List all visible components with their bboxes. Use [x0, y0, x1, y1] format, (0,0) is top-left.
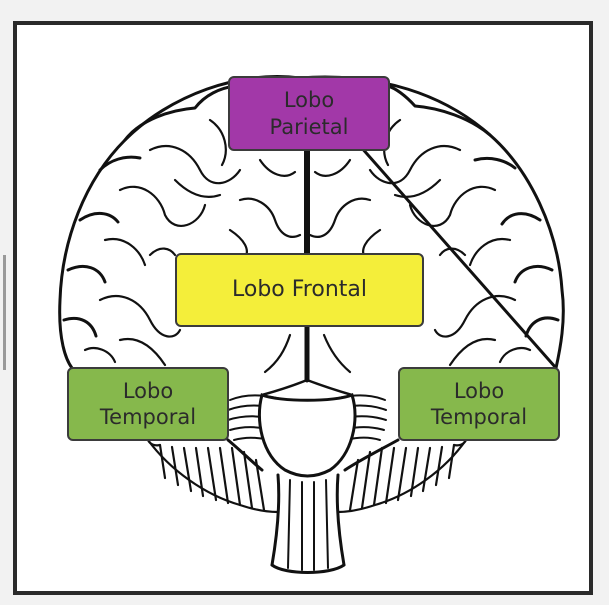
temporal-lobe-left-label: Lobo Temporal	[67, 367, 229, 441]
temporal-lobe-right-label: Lobo Temporal	[398, 367, 560, 441]
parietal-label-line2: Parietal	[270, 114, 349, 140]
frontal-label-text: Lobo Frontal	[232, 276, 367, 304]
temporal-right-label-line2: Temporal	[431, 404, 527, 430]
frontal-lobe-label: Lobo Frontal	[175, 253, 424, 327]
temporal-left-label-line1: Lobo	[100, 378, 196, 404]
parietal-label-line1: Lobo	[270, 87, 349, 113]
temporal-right-label-line1: Lobo	[431, 378, 527, 404]
parietal-lobe-label: Lobo Parietal	[228, 76, 390, 151]
temporal-left-label-line2: Temporal	[100, 404, 196, 430]
